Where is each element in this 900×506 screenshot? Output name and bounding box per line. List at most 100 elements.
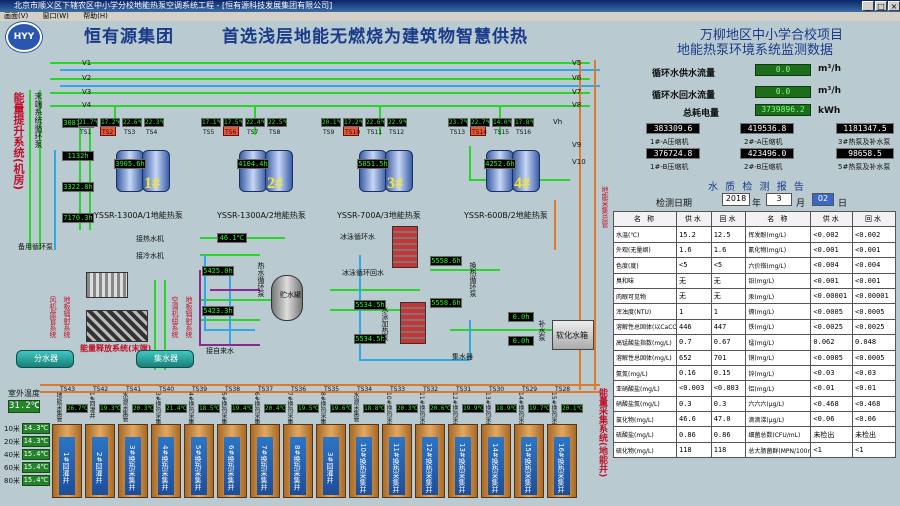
well-name: 1#回灌井	[62, 452, 70, 484]
heatpump-temp: 17.2℃	[343, 118, 363, 127]
floor-radiant-label-2: 地板辐射系统	[185, 296, 193, 338]
table-cell: <0.0005	[810, 349, 853, 366]
pump-hours: 3322.8h	[62, 182, 94, 192]
collector-label: 集水器	[154, 354, 178, 363]
table-cell: 铜(mg/L)	[745, 349, 812, 366]
report-day-input[interactable]: 02	[812, 193, 834, 206]
heatpump-runtime: 4104.4h	[237, 159, 269, 169]
heatpump-temp: 17.5℃	[223, 118, 243, 127]
table-cell: 无	[710, 272, 747, 289]
heatpump-number: 3#	[387, 175, 403, 192]
pipe-label: V7	[572, 88, 582, 96]
standby-pump-label: 备用循环泵	[18, 243, 53, 251]
meter-value: 383309.6	[646, 123, 700, 134]
year-unit: 年	[752, 199, 762, 209]
heatpump-caption: YSSR-700A/3地能热泵	[337, 211, 421, 220]
compressor-icon	[512, 150, 540, 192]
compressor-icon	[116, 150, 144, 192]
return-flow-label: 循环水回水流量	[652, 91, 716, 101]
menu-window[interactable]: 窗口(W)	[42, 12, 69, 20]
maximize-button[interactable]: □	[875, 1, 887, 11]
well-water-column	[191, 437, 207, 495]
table-cell: 0.16	[676, 364, 712, 382]
report-year-input[interactable]: 2018	[722, 193, 750, 206]
well-water-column	[389, 437, 405, 495]
table-cell: <1	[810, 441, 853, 459]
table-cell: <0.001	[852, 272, 896, 289]
table-cell: <0.001	[852, 241, 896, 259]
table-cell: 挥发酚(mg/L)	[745, 226, 812, 243]
depth-temp: 14.3℃	[22, 436, 50, 447]
power-unit: kWh	[818, 106, 841, 116]
well-pipe-label: 7#换热采集井	[286, 392, 293, 431]
well-name: 3#回灌井	[326, 452, 334, 484]
geothermal-well: 5#换热采集井	[184, 424, 214, 498]
table-cell: 氯化物(mg/L)	[613, 411, 677, 428]
well-name: 10#换热采集井	[359, 443, 367, 493]
table-cell: <0.002	[852, 226, 896, 243]
well-water-column	[554, 437, 570, 495]
well-name: 16#换热采集井	[557, 443, 565, 493]
meter-value: 419536.8	[740, 123, 794, 134]
well-temp: 20.6℃	[429, 404, 451, 413]
table-cell: 118	[710, 441, 747, 459]
well-water-column	[290, 437, 306, 495]
pipe-label: V10	[572, 158, 586, 166]
heatpump-temp: 22.9℃	[387, 118, 407, 127]
well-pipe-label: 1#回灌井	[88, 392, 95, 419]
table-cell: 447	[710, 318, 747, 336]
table-cell: <0.0005	[852, 303, 896, 320]
report-month-input[interactable]: 3	[766, 193, 792, 206]
well-name: 6#换热采集井	[227, 445, 235, 491]
compressor-icon	[359, 150, 387, 192]
supply-flow-unit: m³/h	[818, 64, 842, 74]
collection-main-label: 地能采集总管	[601, 186, 609, 228]
well-water-column	[455, 437, 471, 495]
table-cell: <0.001	[810, 241, 853, 259]
geothermal-well: 11#换热采集井	[382, 424, 412, 498]
exchange-pump-label: 换热循环泵	[469, 262, 477, 297]
menu-view[interactable]: 画面(V)	[4, 12, 29, 20]
heatpump-runtime: 3905.6h	[114, 159, 146, 169]
company-name: 恒有源集团	[84, 27, 174, 47]
well-name: 13#换热采集井	[458, 443, 466, 493]
pump-hours: 7170.3h	[62, 213, 94, 223]
table-cell: 硝酸盐氮(mg/L)	[613, 395, 677, 413]
table-cell: <5	[710, 257, 747, 274]
flow-temp: 46.1℃	[217, 233, 247, 243]
heatpump-number: 4#	[514, 175, 530, 192]
sensor-label: TS8	[269, 129, 281, 136]
depth-temp: 15.4℃	[22, 449, 50, 460]
well-pipe-label: 水源采集管	[352, 392, 359, 422]
well-temp: 20.4℃	[264, 404, 286, 413]
table-cell: 701	[710, 349, 747, 366]
table-cell: 1	[676, 303, 712, 320]
table-cell: 47.0	[710, 411, 747, 428]
table-cell: 0.062	[810, 334, 853, 351]
table-cell: <0.0005	[852, 349, 896, 366]
sensor-label: TS1	[80, 129, 92, 136]
table-cell: <0.0025	[852, 318, 896, 336]
sensor-label: TS35	[324, 386, 340, 393]
well-temp: 18.9℃	[495, 404, 517, 413]
menu-help[interactable]: 帮助(H)	[83, 12, 108, 20]
window-titlebar: 北京市顺义区下辖农区中小学分校地能热泵空调系统工程 - [恒有源科技发展集团有限…	[0, 0, 900, 12]
minimize-button[interactable]: _	[862, 1, 874, 11]
well-temp: 19.3℃	[99, 404, 121, 413]
table-cell: 铁(mg/L)	[745, 318, 812, 336]
geothermal-well: 14#换热采集井	[481, 424, 511, 498]
meter-label: 2#-A压缩机	[744, 138, 783, 146]
heatpump-temp: 20.1℃	[321, 118, 341, 127]
column-header: 供水	[676, 210, 712, 228]
table-cell: 0.86	[676, 426, 712, 443]
table-cell: 446	[676, 318, 712, 336]
menu-bar: 画面(V) 窗口(W) 帮助(H)	[0, 12, 900, 21]
well-water-column	[224, 437, 240, 495]
well-water-column	[488, 437, 504, 495]
table-cell: 未检出	[810, 426, 853, 443]
well-temp: 26.7℃	[66, 404, 88, 413]
